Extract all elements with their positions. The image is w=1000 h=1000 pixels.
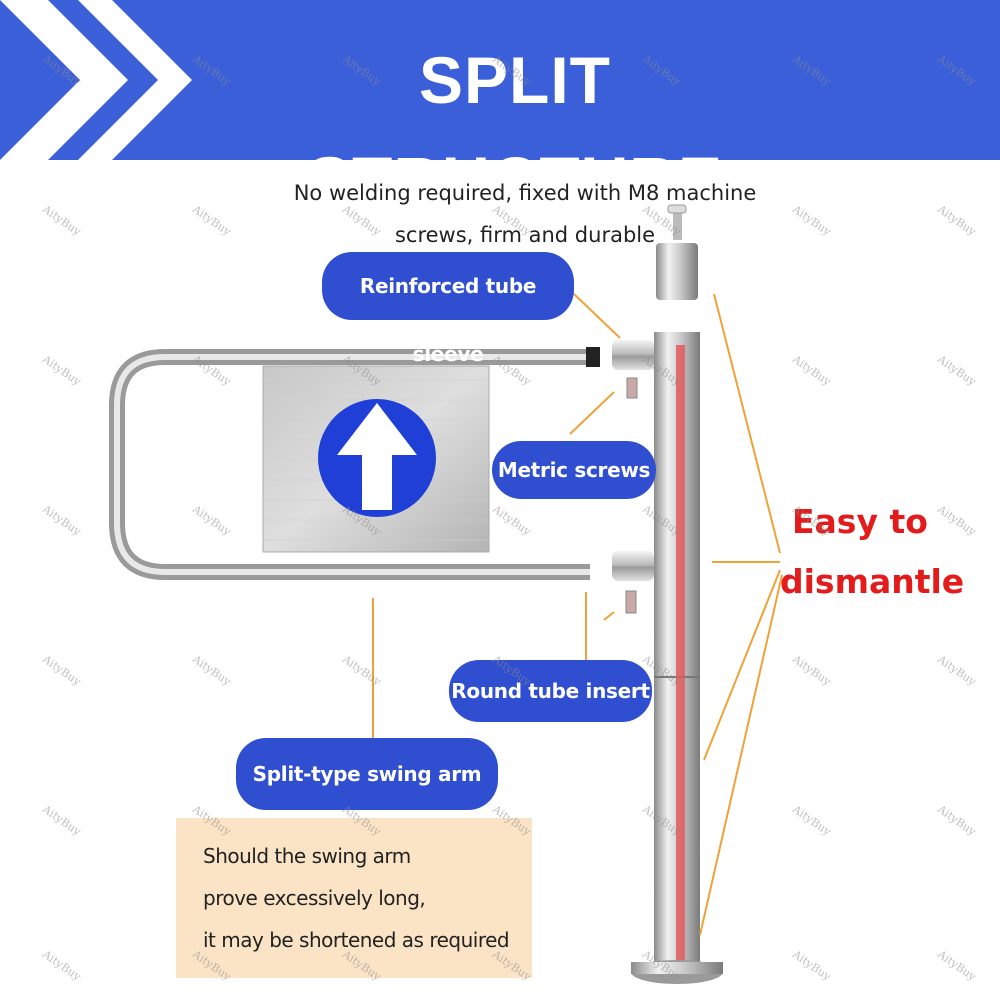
note-line-2: prove excessively long, — [203, 886, 426, 910]
label-split-type-swing-arm: Split-type swing arm — [236, 738, 498, 810]
subtitle: No welding required, fixed with M8 machi… — [270, 172, 780, 256]
label-metric-screws: Metric screws — [492, 441, 656, 499]
easy-line-1: Easy to — [792, 502, 928, 541]
note-box: Should the swing arm prove excessively l… — [176, 818, 532, 978]
label-reinforced-tube-sleeve: Reinforced tube sleeve — [322, 252, 574, 366]
easy-to-dismantle-text: Easy to dismantle — [780, 492, 990, 612]
note-line-3: it may be shortened as required — [203, 928, 510, 952]
subtitle-line-2: screws, firm and durable — [394, 223, 656, 247]
up-arrow-icon — [318, 399, 436, 517]
header-banner: SPLIT STRUCTURE — [0, 0, 1000, 160]
chevron-right-icon — [0, 0, 192, 160]
subtitle-line-1: No welding required, fixed with M8 machi… — [293, 181, 757, 205]
page-title: SPLIT STRUCTURE — [307, 43, 722, 160]
note-line-1: Should the swing arm — [203, 844, 411, 868]
label-round-tube-insert: Round tube insert — [449, 660, 652, 722]
inner-insert-rod — [676, 345, 685, 965]
easy-line-2: dismantle — [780, 562, 965, 601]
